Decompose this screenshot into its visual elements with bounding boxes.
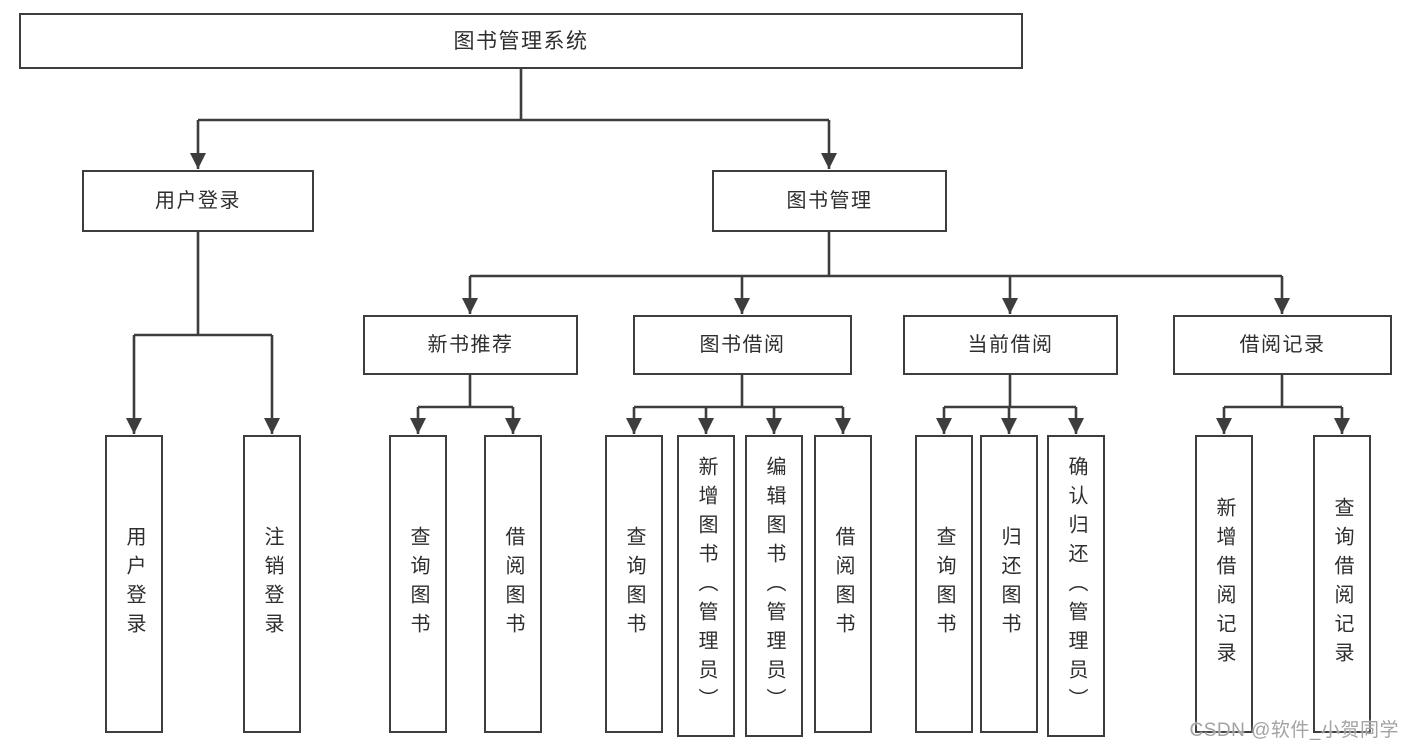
node-label: 归还图书 xyxy=(998,526,1020,642)
node-leaf-query-books-3: 查询图书 xyxy=(915,435,973,733)
connector-new-book-to-leaves xyxy=(410,375,521,434)
connector-book-management-to-level3 xyxy=(462,232,1290,314)
node-label: 新增图书（管理员） xyxy=(695,455,717,717)
node-label: 图书管理系统 xyxy=(453,29,589,53)
node-leaf-add-borrow-record: 新增借阅记录 xyxy=(1195,435,1253,733)
node-label: 查询图书 xyxy=(407,526,429,642)
node-label: 图书管理 xyxy=(786,190,873,212)
connector-root-to-level2 xyxy=(190,69,837,169)
node-leaf-user-login: 用户登录 xyxy=(105,435,163,733)
node-user-login: 用户登录 xyxy=(82,170,314,232)
node-label: 确认归还（管理员） xyxy=(1065,455,1087,717)
node-book-management: 图书管理 xyxy=(712,170,947,232)
node-new-book-recommend: 新书推荐 xyxy=(363,315,578,375)
node-leaf-query-books-2: 查询图书 xyxy=(605,435,663,733)
node-leaf-logout: 注销登录 xyxy=(243,435,301,733)
node-label: 借阅记录 xyxy=(1239,334,1326,356)
node-leaf-borrow-books-2: 借阅图书 xyxy=(814,435,872,733)
connector-book-borrowing-to-leaves xyxy=(626,375,851,434)
node-leaf-edit-books-admin: 编辑图书（管理员） xyxy=(745,435,803,737)
node-leaf-confirm-return-admin: 确认归还（管理员） xyxy=(1047,435,1105,737)
node-label: 查询图书 xyxy=(933,526,955,642)
node-label: 当前借阅 xyxy=(967,334,1054,356)
node-label: 新增借阅记录 xyxy=(1213,497,1235,671)
node-book-borrowing: 图书借阅 xyxy=(633,315,852,375)
node-leaf-add-books-admin: 新增图书（管理员） xyxy=(677,435,735,737)
node-current-borrowing: 当前借阅 xyxy=(903,315,1118,375)
node-label: 编辑图书（管理员） xyxy=(763,455,785,717)
connector-borrowing-records-to-leaves xyxy=(1216,375,1350,434)
node-leaf-query-books-1: 查询图书 xyxy=(389,435,447,733)
node-label: 查询借阅记录 xyxy=(1331,497,1353,671)
node-leaf-return-books: 归还图书 xyxy=(980,435,1038,733)
node-label: 查询图书 xyxy=(623,526,645,642)
csdn-watermark: CSDN @软件_小贺同学 xyxy=(1189,720,1399,741)
node-label: 用户登录 xyxy=(123,526,145,642)
node-label: 新书推荐 xyxy=(427,334,514,356)
node-label: 借阅图书 xyxy=(832,526,854,642)
node-leaf-borrow-books-1: 借阅图书 xyxy=(484,435,542,733)
node-label: 注销登录 xyxy=(261,526,283,642)
connector-user-login-to-leaves xyxy=(126,232,280,434)
node-leaf-query-borrow-record: 查询借阅记录 xyxy=(1313,435,1371,733)
node-label: 用户登录 xyxy=(155,190,241,212)
node-borrowing-records: 借阅记录 xyxy=(1173,315,1392,375)
connector-current-borrowing-to-leaves xyxy=(936,375,1084,434)
node-book-management-system: 图书管理系统 xyxy=(19,13,1023,69)
node-label: 借阅图书 xyxy=(502,526,524,642)
node-label: 图书借阅 xyxy=(699,334,786,356)
